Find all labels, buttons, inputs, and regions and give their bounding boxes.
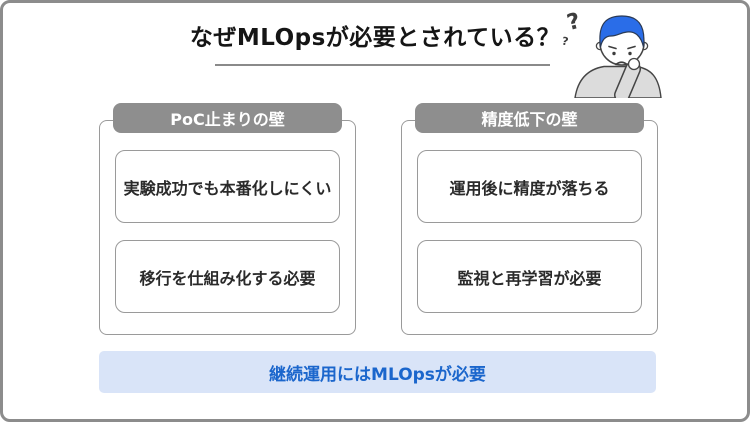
- thinking-person-illustration: ? ?: [561, 9, 662, 98]
- person-eyebrow: [608, 45, 617, 50]
- person-eye: [612, 51, 616, 56]
- column-header-accuracy-wall: 精度低下の壁: [415, 103, 644, 133]
- column-accuracy-wall: 精度低下の壁 運用後に精度が落ちる 監視と再学習が必要: [401, 103, 658, 343]
- person-hair: [599, 15, 645, 48]
- question-mark-small-icon: ?: [561, 35, 570, 49]
- person-hand: [627, 57, 641, 71]
- point-box: 監視と再学習が必要: [417, 240, 642, 313]
- point-box: 運用後に精度が落ちる: [417, 150, 642, 223]
- page-title: なぜMLOpsが必要とされている？: [189, 25, 561, 51]
- person-arm: [615, 62, 640, 98]
- person-eyebrow: [627, 45, 636, 50]
- conclusion-banner: 継続運用にはMLOpsが必要: [99, 351, 656, 393]
- person-eye: [628, 51, 632, 56]
- question-mark-icon: ?: [565, 9, 583, 36]
- point-box: 実験成功でも本番化しにくい: [115, 150, 340, 223]
- column-header-poc-wall: PoC止まりの壁: [113, 103, 342, 133]
- point-box: 移行を仕組み化する必要: [115, 240, 340, 313]
- column-poc-wall: PoC止まりの壁 実験成功でも本番化しにくい 移行を仕組み化する必要: [99, 103, 356, 343]
- person-mouth: [615, 61, 628, 66]
- title-underline: [215, 64, 550, 66]
